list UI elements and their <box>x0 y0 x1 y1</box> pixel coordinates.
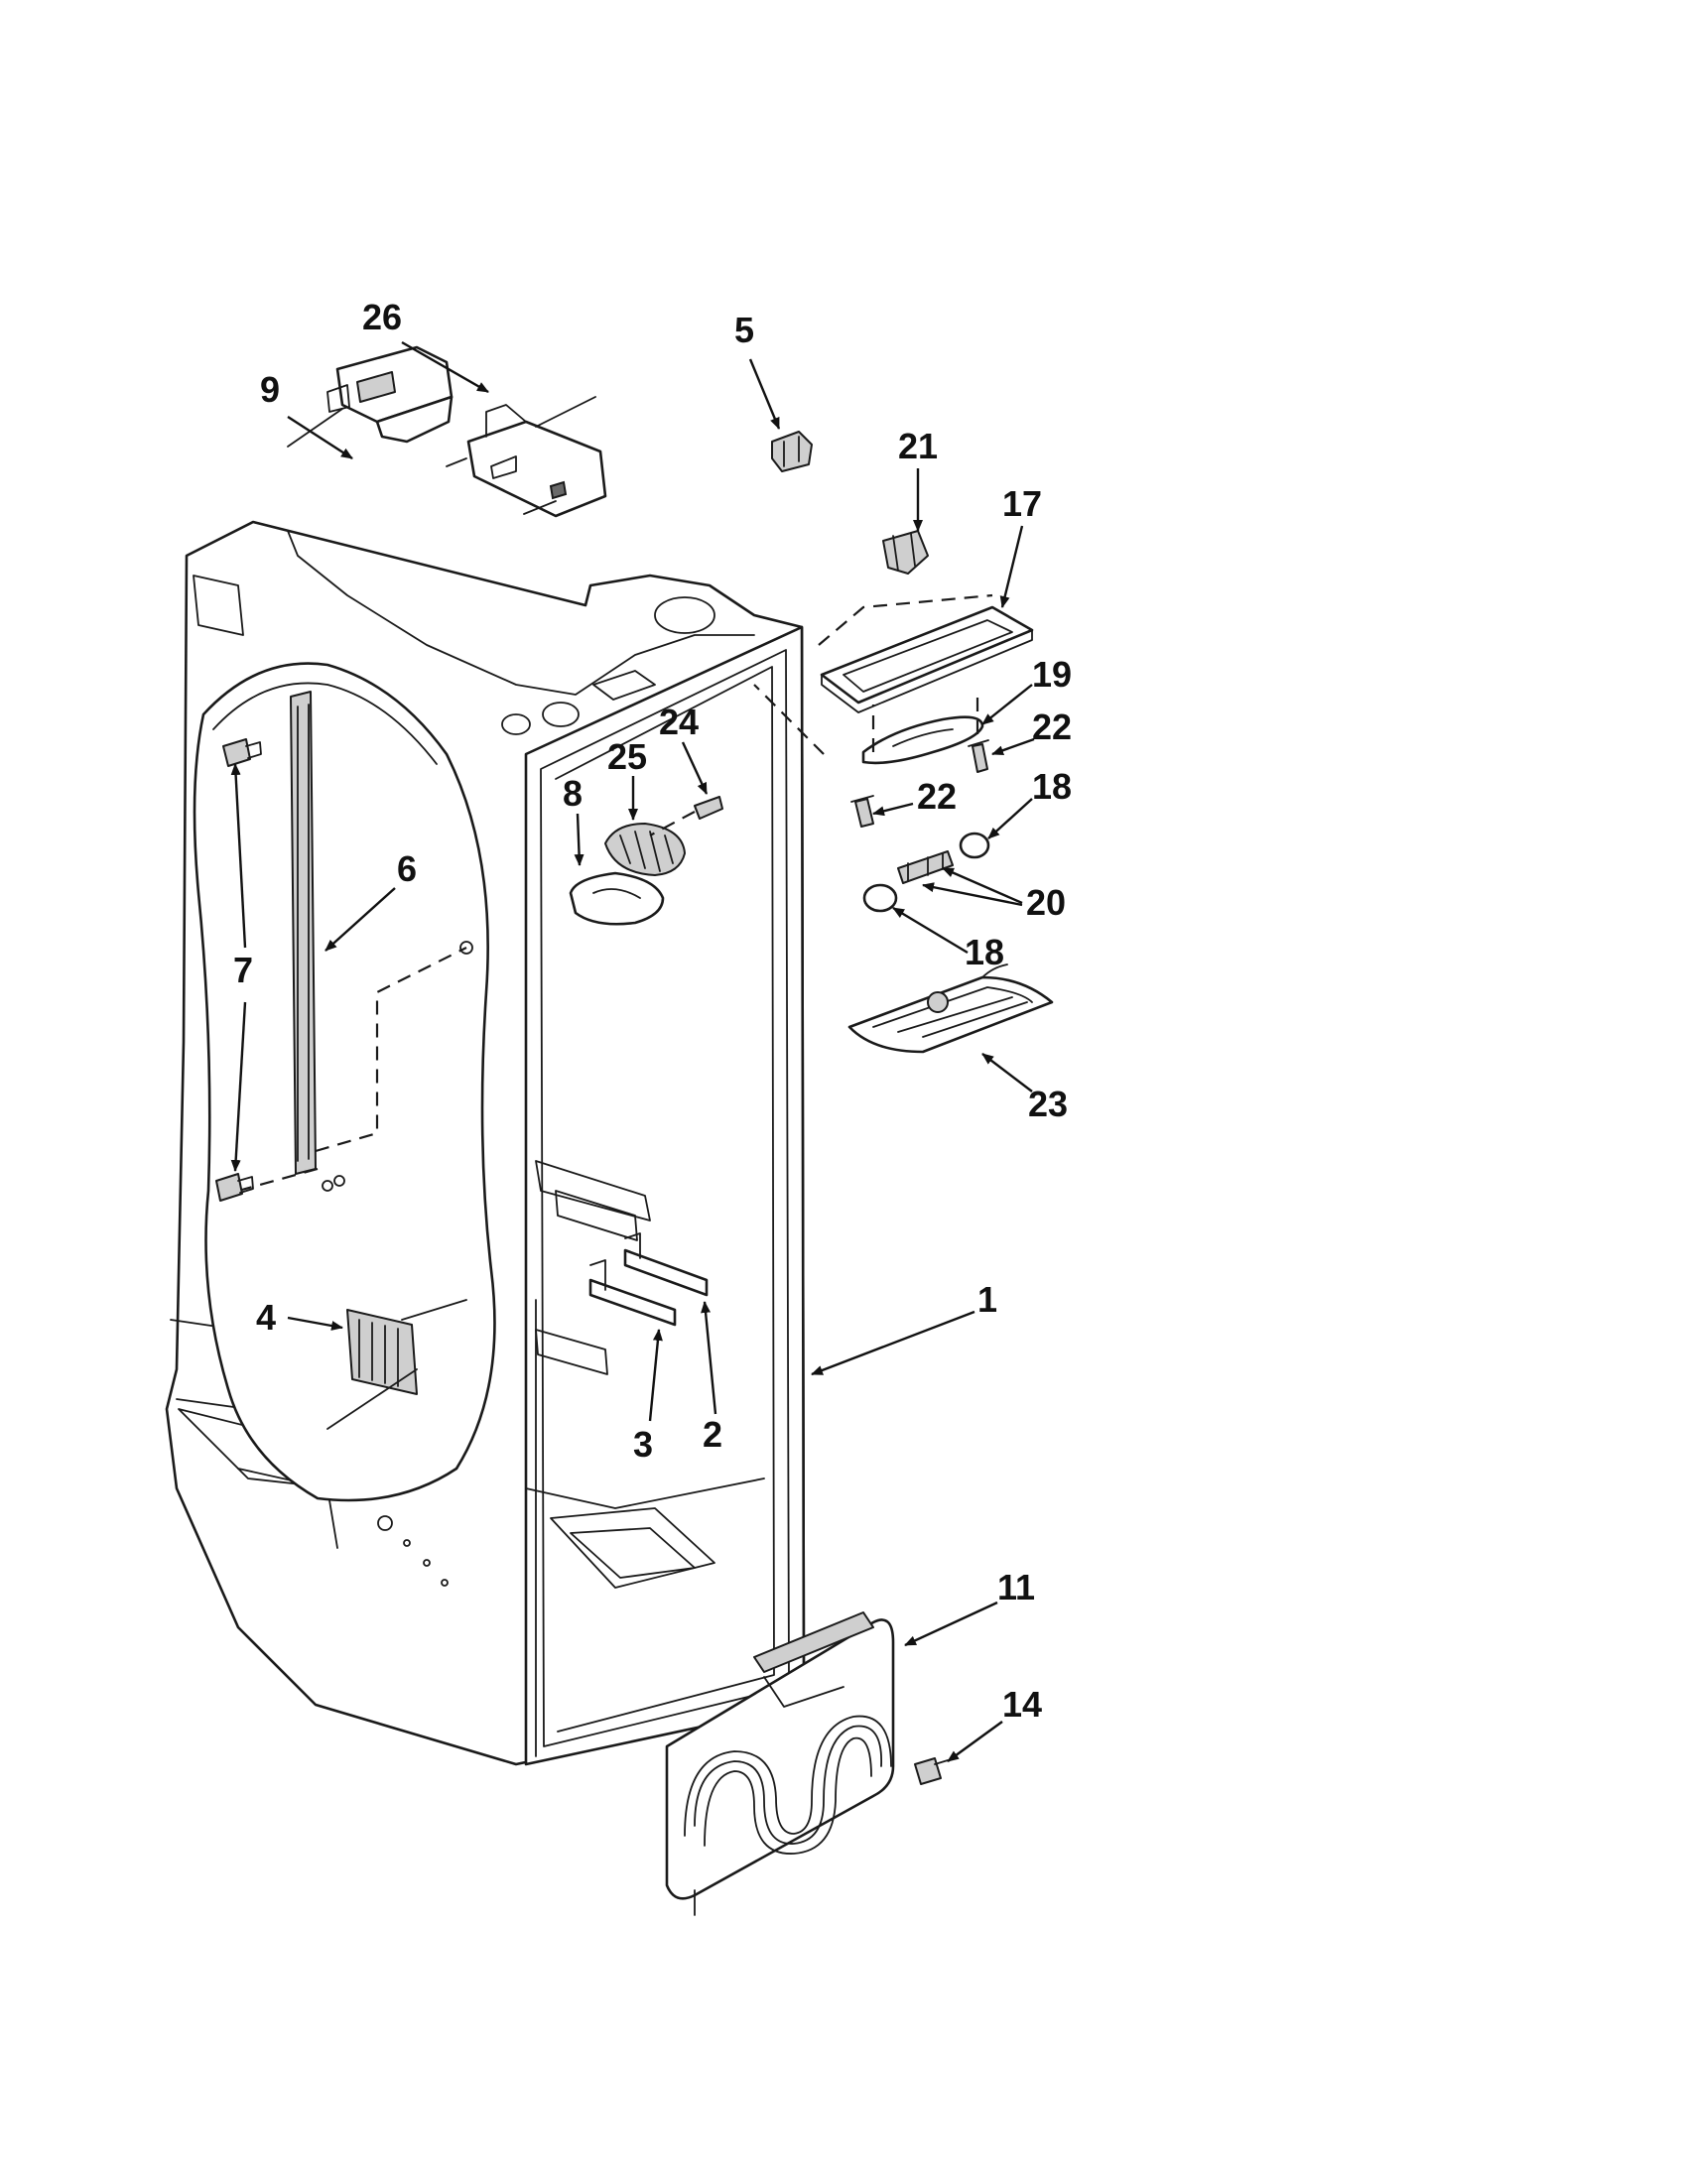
callout-23: 23 <box>1028 1084 1068 1124</box>
callout-20: 20 <box>1026 882 1066 923</box>
vent-cover <box>569 871 665 926</box>
light-housing <box>753 593 1034 755</box>
lens-part <box>861 695 984 765</box>
grille-part <box>604 823 686 876</box>
leader-8 <box>574 813 584 866</box>
callout-4: 4 <box>256 1297 276 1338</box>
refrigerator-liner <box>165 520 806 1766</box>
callout-11: 11 <box>997 1567 1035 1607</box>
leader-19 <box>981 684 1033 725</box>
clip-part <box>771 431 813 472</box>
screw-lower <box>215 1173 254 1202</box>
leader-22a <box>991 737 1035 756</box>
screw-24 <box>649 796 723 836</box>
callout-6: 6 <box>397 848 417 889</box>
callout-1: 1 <box>977 1279 997 1320</box>
callout-2: 2 <box>703 1414 722 1455</box>
leader-17 <box>999 525 1024 608</box>
evaporator-coil <box>665 1611 895 1916</box>
screw-14 <box>914 1757 949 1785</box>
leader-20b <box>922 882 1023 907</box>
callout-22b: 22 <box>917 776 957 817</box>
leader-18a <box>987 798 1033 839</box>
callout-17: 17 <box>1002 483 1042 524</box>
screw-upper <box>222 738 262 767</box>
light-cover <box>847 964 1054 1054</box>
callout-22a: 22 <box>1032 707 1072 747</box>
leader-26 <box>401 340 489 394</box>
callout-26: 26 <box>362 297 402 337</box>
leader-22b <box>872 802 914 817</box>
callout-19: 19 <box>1032 654 1072 695</box>
leader-18b <box>892 906 969 955</box>
bracket-part-2 <box>623 1232 709 1297</box>
leader-23 <box>981 1053 1033 1092</box>
callout-7: 7 <box>233 950 253 990</box>
screw-22-upper <box>968 739 989 773</box>
callout-14: 14 <box>1002 1684 1042 1725</box>
bulb-lower <box>862 883 898 913</box>
leader-1 <box>811 1310 975 1376</box>
leader-14 <box>947 1721 1003 1762</box>
screw-22-lower <box>850 795 874 828</box>
control-housing <box>287 345 454 448</box>
callouts: 26 9 5 21 17 19 22 22 18 20 18 23 24 25 … <box>233 297 1072 1725</box>
callout-5: 5 <box>734 310 754 350</box>
callout-8: 8 <box>563 773 583 814</box>
callout-21: 21 <box>898 426 938 466</box>
callout-18b: 18 <box>965 932 1004 972</box>
callout-25: 25 <box>607 736 647 777</box>
leader-24 <box>681 741 709 795</box>
vent-part <box>326 1299 467 1430</box>
callout-3: 3 <box>633 1424 653 1465</box>
leader-6 <box>325 887 396 952</box>
leader-9 <box>287 415 353 460</box>
socket-part <box>897 850 954 884</box>
leader-7a <box>230 763 247 949</box>
leader-4 <box>287 1316 343 1331</box>
leader-3 <box>648 1329 663 1422</box>
bulb-upper <box>959 832 990 859</box>
switch-part <box>882 530 929 575</box>
bracket-part <box>446 396 607 518</box>
callout-18a: 18 <box>1032 766 1072 807</box>
callout-9: 9 <box>260 369 280 410</box>
rail-part <box>237 691 467 1193</box>
leader-20a <box>942 866 1023 905</box>
leader-5 <box>748 358 781 430</box>
leader-lines <box>230 340 1035 1762</box>
leader-2 <box>701 1301 717 1415</box>
leader-11 <box>904 1601 998 1647</box>
bracket-part-3 <box>588 1259 677 1327</box>
callout-24: 24 <box>659 702 699 742</box>
leader-7b <box>230 1001 247 1172</box>
